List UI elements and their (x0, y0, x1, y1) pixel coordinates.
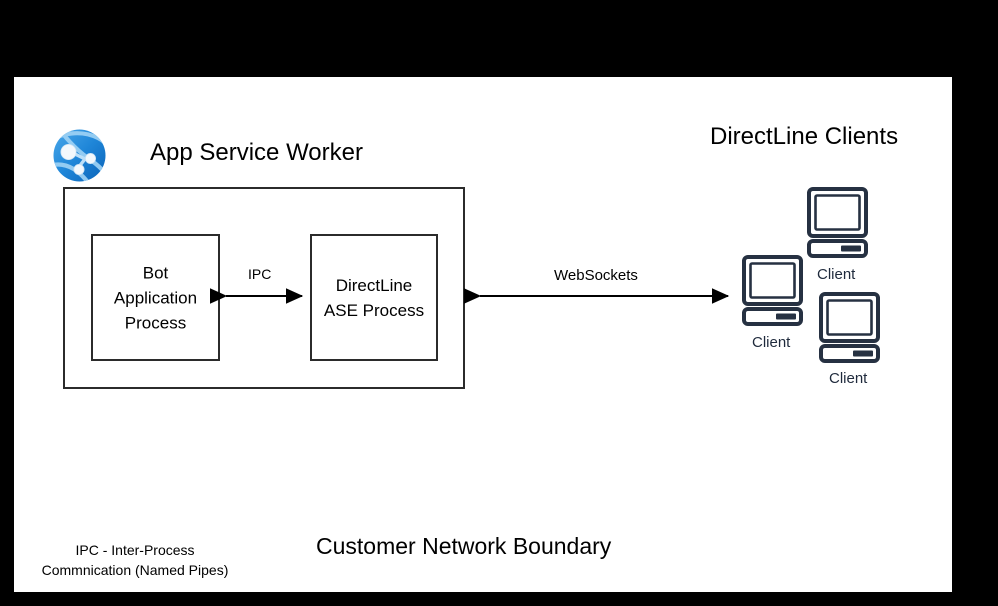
directline-ase-process-label: DirectLine ASE Process (312, 273, 436, 323)
client-icon-1 (806, 186, 869, 259)
directline-ase-process-box: DirectLine ASE Process (310, 234, 438, 361)
bot-application-process-box: Bot Application Process (91, 234, 220, 361)
directline-clients-title: DirectLine Clients (710, 123, 899, 150)
ipc-bidirectional-arrow (210, 288, 304, 304)
bot-application-line-1: Bot (142, 263, 169, 282)
bot-application-process-label: Bot Application Process (93, 260, 218, 335)
desktop-computer-icon (807, 187, 868, 258)
directline-ase-line-2: ASE Process (323, 300, 425, 320)
app-service-worker-title: App Service Worker (150, 139, 363, 166)
ipc-footnote-line-1: IPC - Inter-Process (75, 542, 195, 558)
customer-network-boundary-title: Customer Network Boundary (316, 533, 612, 559)
client-label-2: Client (752, 334, 791, 351)
ipc-footnote-line-2: Commnication (Named Pipes) (41, 562, 229, 578)
azure-app-service-icon (52, 128, 107, 183)
bot-application-line-2: Application (113, 288, 198, 307)
client-icon-3 (818, 291, 881, 364)
client-icon-2 (741, 254, 804, 327)
bot-application-line-3: Process (124, 313, 187, 332)
directline-ase-line-1: DirectLine (335, 275, 413, 295)
desktop-computer-icon (819, 292, 880, 363)
ipc-connection-label: IPC (248, 266, 272, 282)
client-label-3: Client (829, 370, 868, 387)
websockets-connection-label: WebSockets (554, 267, 638, 284)
ipc-footnote: IPC - Inter-Process Commnication (Named … (30, 540, 240, 580)
desktop-computer-icon (742, 255, 803, 326)
websockets-bidirectional-arrow (464, 288, 730, 304)
client-label-1: Client (817, 266, 856, 283)
